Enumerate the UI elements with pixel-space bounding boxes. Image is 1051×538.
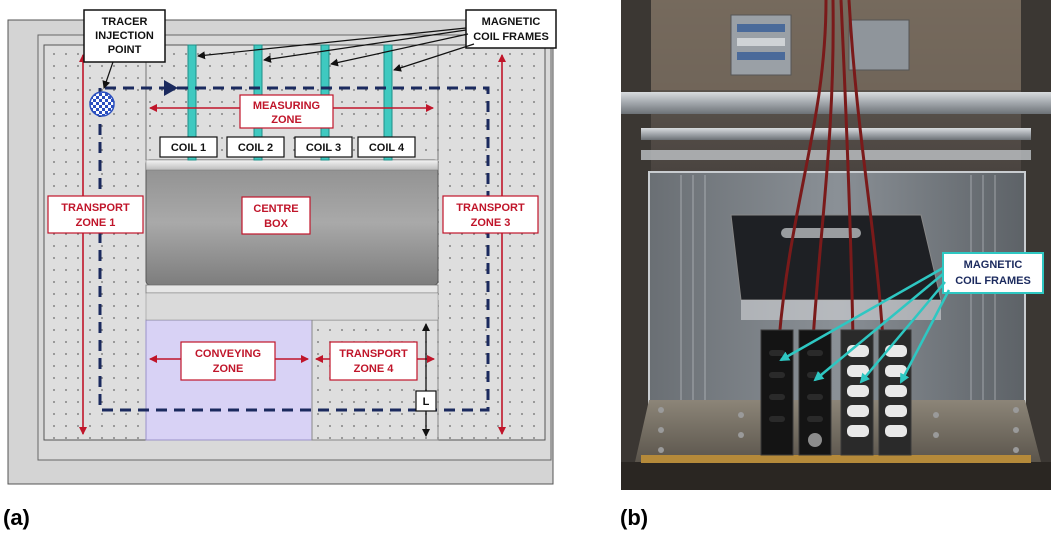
centre-box-top <box>145 159 439 171</box>
svg-text:INJECTION: INJECTION <box>95 30 154 42</box>
apparatus-photograph: MAGNETIC COIL FRAMES <box>621 0 1051 490</box>
callout-arrow-coil-4 <box>393 43 475 72</box>
coil-label-4: COIL 4 <box>357 136 416 158</box>
tank-floor <box>635 400 1041 462</box>
coil-frame-photo-1 <box>760 329 794 456</box>
svg-text:COIL FRAMES: COIL FRAMES <box>955 275 1031 287</box>
length-label-box <box>415 390 437 412</box>
svg-text:TRANSPORT: TRANSPORT <box>456 202 525 214</box>
panel-a-letter: (a) <box>3 505 30 530</box>
horizontal-pipe-upper <box>621 92 1051 114</box>
svg-text:POINT: POINT <box>108 44 142 56</box>
transport-zone-3-label: TRANSPORT ZONE 3 <box>442 195 539 234</box>
centre-box-base <box>145 284 439 294</box>
tracer-callout-arrow <box>102 61 114 89</box>
photo-arrow-coil-3 <box>859 281 946 384</box>
magnetic-coil-frames-callout: MAGNETIC COIL FRAMES <box>465 9 557 49</box>
callout-arrow-coil-1 <box>197 27 467 60</box>
length-label: L <box>423 396 430 408</box>
svg-text:BOX: BOX <box>264 218 289 230</box>
transport-zone-1-label: TRANSPORT ZONE 1 <box>47 195 144 234</box>
coil-label-1: COIL 1 <box>159 136 218 158</box>
svg-text:CENTRE: CENTRE <box>253 203 298 215</box>
svg-text:CONVEYING: CONVEYING <box>195 348 261 360</box>
svg-text:MAGNETIC: MAGNETIC <box>482 16 541 28</box>
coil-frame-photo-2 <box>798 329 832 456</box>
flow-direction-arrow <box>164 80 178 96</box>
conveying-zone-label: CONVEYING ZONE <box>180 341 276 381</box>
panel-b-letter: (b) <box>620 505 649 530</box>
svg-text:COIL FRAMES: COIL FRAMES <box>473 31 549 43</box>
svg-text:COIL 1: COIL 1 <box>171 142 206 154</box>
svg-text:COIL 4: COIL 4 <box>369 142 405 154</box>
svg-text:ZONE 4: ZONE 4 <box>354 363 395 375</box>
coil-cables <box>777 0 885 341</box>
coil-label-3: COIL 3 <box>294 136 353 158</box>
magnetic-coil-frames-callout-photo: MAGNETIC COIL FRAMES <box>942 252 1044 294</box>
measuring-zone-label: MEASURING ZONE <box>239 94 334 129</box>
svg-text:ZONE 3: ZONE 3 <box>471 217 511 229</box>
flow-path <box>98 86 490 412</box>
callout-arrow-coil-2 <box>263 29 467 63</box>
transport-zone-4-label: TRANSPORT ZONE 4 <box>329 341 418 381</box>
svg-text:ZONE: ZONE <box>271 114 302 126</box>
tracer-injection-callout: TRACER INJECTION POINT <box>83 9 166 63</box>
centre-box-label: CENTRE BOX <box>241 196 311 235</box>
photo-arrow-coil-1 <box>779 266 944 362</box>
svg-text:ZONE 1: ZONE 1 <box>76 217 116 229</box>
tracer-injection-marker <box>89 91 115 117</box>
callout-arrow-coil-3 <box>330 33 469 67</box>
svg-text:COIL 3: COIL 3 <box>306 142 341 154</box>
svg-text:COIL 2: COIL 2 <box>238 142 273 154</box>
schematic-diagram: L COIL 1 COIL 2 COIL 3 COIL 4 MEASURING … <box>7 9 557 485</box>
coil-frame-1 <box>187 44 197 161</box>
svg-text:ZONE: ZONE <box>213 363 244 375</box>
svg-text:TRANSPORT: TRANSPORT <box>61 202 130 214</box>
coil-frame-photo-3 <box>840 329 874 456</box>
svg-text:TRANSPORT: TRANSPORT <box>339 348 408 360</box>
photo-arrow-coil-2 <box>813 273 944 382</box>
coil-label-2: COIL 2 <box>226 136 285 158</box>
coil-frame-4 <box>383 44 393 161</box>
svg-text:MEASURING: MEASURING <box>253 100 320 112</box>
svg-text:MAGNETIC: MAGNETIC <box>964 259 1023 271</box>
coil-frame-photo-4 <box>878 329 912 456</box>
photo-arrow-coil-4 <box>899 289 951 384</box>
horizontal-pipe-lower <box>641 128 1031 140</box>
svg-text:TRACER: TRACER <box>102 16 148 28</box>
